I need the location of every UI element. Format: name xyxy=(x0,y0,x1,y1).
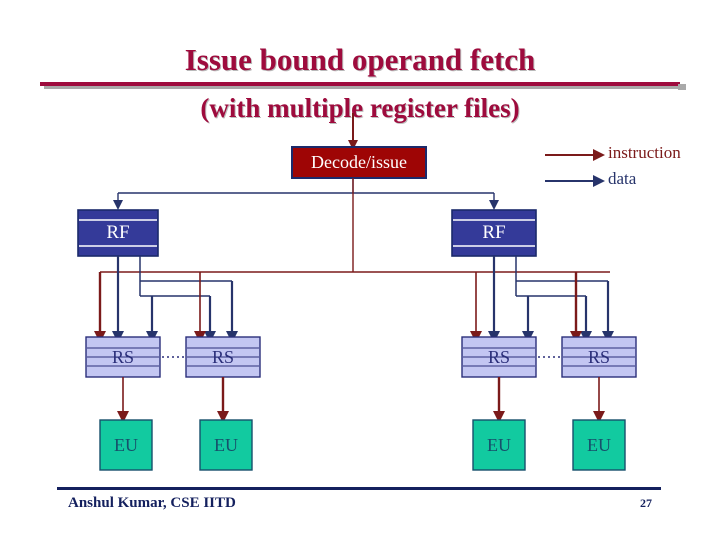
execution-unit-box-2 xyxy=(199,419,253,471)
title-divider-cap xyxy=(678,84,686,90)
legend-label-instruction: instruction xyxy=(608,143,681,162)
arrow-right-icon xyxy=(545,175,605,187)
title-line-1: Issue bound operand fetch xyxy=(184,42,536,77)
edge-decode-to-register-files xyxy=(113,178,499,210)
edges-register-file-right-to-rs xyxy=(488,256,614,343)
reservation-station-box-3 xyxy=(461,336,537,378)
title-divider-shadow xyxy=(44,86,684,89)
execution-unit-box-1 xyxy=(99,419,153,471)
legend-item-data: data xyxy=(545,169,720,197)
footer-divider xyxy=(57,487,661,490)
execution-unit-box-3 xyxy=(472,419,526,471)
decode-issue-box xyxy=(291,146,427,179)
register-file-box-left xyxy=(77,209,159,257)
reservation-station-box-1 xyxy=(85,336,161,378)
register-file-box-right xyxy=(451,209,537,257)
legend: instruction data xyxy=(545,143,720,197)
footer-author: Anshul Kumar, CSE IITD xyxy=(68,495,236,511)
execution-unit-box-4 xyxy=(572,419,626,471)
reservation-station-box-2 xyxy=(185,336,261,378)
reservation-station-box-4 xyxy=(561,336,637,378)
page-title: Issue bound operand fetch xyxy=(0,42,720,77)
edge-input-to-decode xyxy=(348,113,358,150)
title-line-2: (with multiple register files) xyxy=(200,93,520,123)
edge-decode-instruction-trunk xyxy=(100,178,610,273)
edges-rs-to-eu-right xyxy=(493,377,605,423)
arrow-right-icon xyxy=(545,149,605,161)
legend-item-instruction: instruction xyxy=(545,143,720,171)
page-number: 27 xyxy=(640,496,652,510)
edges-register-file-left-to-rs xyxy=(112,256,238,343)
edges-rs-to-eu-left xyxy=(117,377,229,423)
legend-label-data: data xyxy=(608,169,637,188)
title-divider xyxy=(40,82,680,86)
